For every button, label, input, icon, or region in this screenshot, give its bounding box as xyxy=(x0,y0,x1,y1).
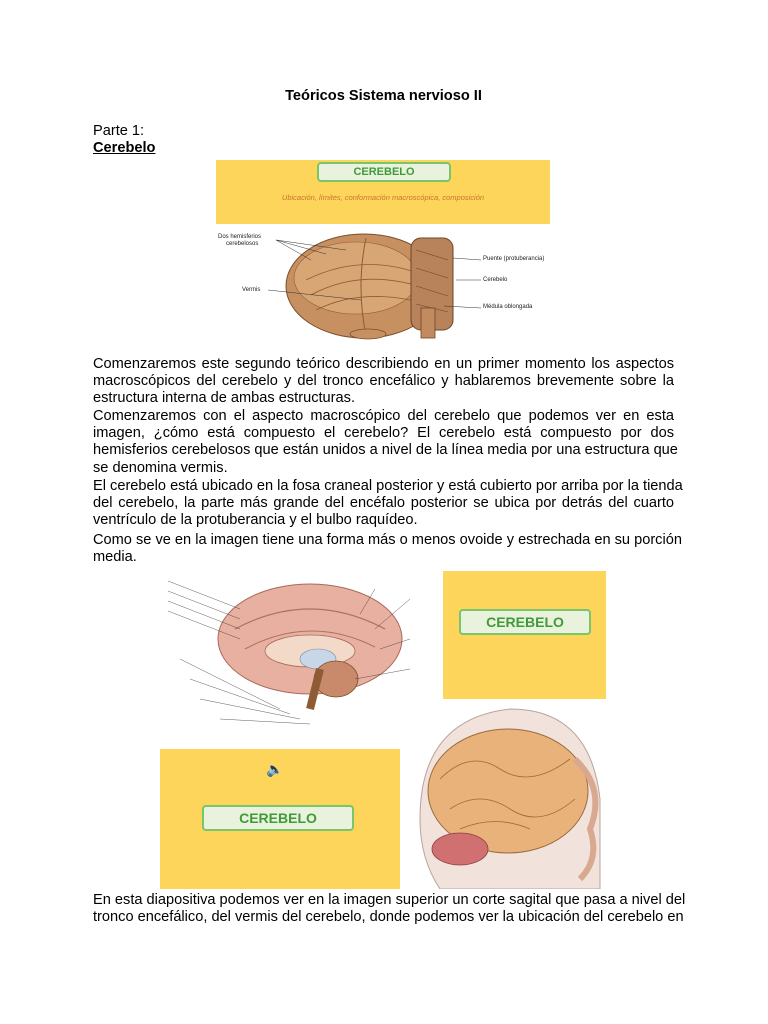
paragraph-3: El cerebelo está ubicado en la fosa cran… xyxy=(93,478,683,530)
paragraph-line: En esta diapositiva podemos ver en la im… xyxy=(93,892,686,908)
paragraph-line: hemisferios cerebelosos que están unidos… xyxy=(93,442,678,459)
label-hemispheres-2: cerebelosos xyxy=(226,241,259,247)
cerebellum-illustration xyxy=(267,233,482,340)
paragraph-line: El cerebelo está ubicado en la fosa cran… xyxy=(93,478,683,494)
paragraph-line: media. xyxy=(93,549,137,566)
lateral-brain-illustration xyxy=(419,708,601,889)
label-hemispheres-1: Dos hemisferios xyxy=(218,234,262,240)
slide-title-pill: CEREBELO xyxy=(317,162,451,182)
paragraph-line: imagen, ¿cómo está compuesto el cerebelo… xyxy=(93,425,674,442)
paragraph-line: Comenzaremos con el aspecto macroscópico… xyxy=(93,408,674,424)
document-title: Teóricos Sistema nervioso II xyxy=(285,88,482,104)
paragraph-2: Comenzaremos con el aspecto macroscópico… xyxy=(93,408,678,477)
slide-pill-top: CEREBELO xyxy=(459,609,591,635)
slide-bottom-left: 🔈 CEREBELO xyxy=(160,749,400,889)
paragraph-line: ventrículo de la protuberancia y el bulb… xyxy=(93,512,418,529)
paragraph-1: Comenzaremos este segundo teórico descri… xyxy=(93,356,674,408)
paragraph-line: se denomina vermis. xyxy=(93,459,228,476)
sagittal-brain-illustration xyxy=(167,580,411,725)
figure-cerebelo-slide: CEREBELO Ubicación, límites, conformació… xyxy=(216,160,550,350)
paragraph-line: Comenzaremos este segundo teórico descri… xyxy=(93,356,674,372)
speaker-icon[interactable]: 🔈 xyxy=(266,761,284,777)
paragraph-line: del cerebelo, la parte más grande del en… xyxy=(93,495,674,512)
paragraph-line: tronco encefálico, del vermis del cerebe… xyxy=(93,909,684,926)
paragraph-4: Como se ve en la imagen tiene una forma … xyxy=(93,532,682,566)
label-puente: Puente (protuberancia) xyxy=(483,256,545,262)
label-vermis: Vermis xyxy=(242,287,261,293)
slide-pill-bottom: CEREBELO xyxy=(202,805,354,831)
paragraph-line: macroscópicos del cerebelo y del tronco … xyxy=(93,373,674,390)
part-label: Parte 1: xyxy=(93,123,145,139)
label-cerebelo: Cerebelo xyxy=(483,277,508,283)
section-heading: Cerebelo xyxy=(93,140,156,156)
label-medula: Médula oblongada xyxy=(483,304,533,310)
slide-top-right: CEREBELO xyxy=(443,571,606,699)
paragraph-line: estructura interna de ambas estructuras. xyxy=(93,390,356,407)
slide-subtitle: Ubicación, límites, conformación macrosc… xyxy=(281,193,485,202)
paragraph-line: Como se ve en la imagen tiene una forma … xyxy=(93,532,682,548)
paragraph-5: En esta diapositiva podemos ver en la im… xyxy=(93,892,686,926)
figure-composite: CEREBELO 🔈 CEREBELO xyxy=(160,569,606,889)
